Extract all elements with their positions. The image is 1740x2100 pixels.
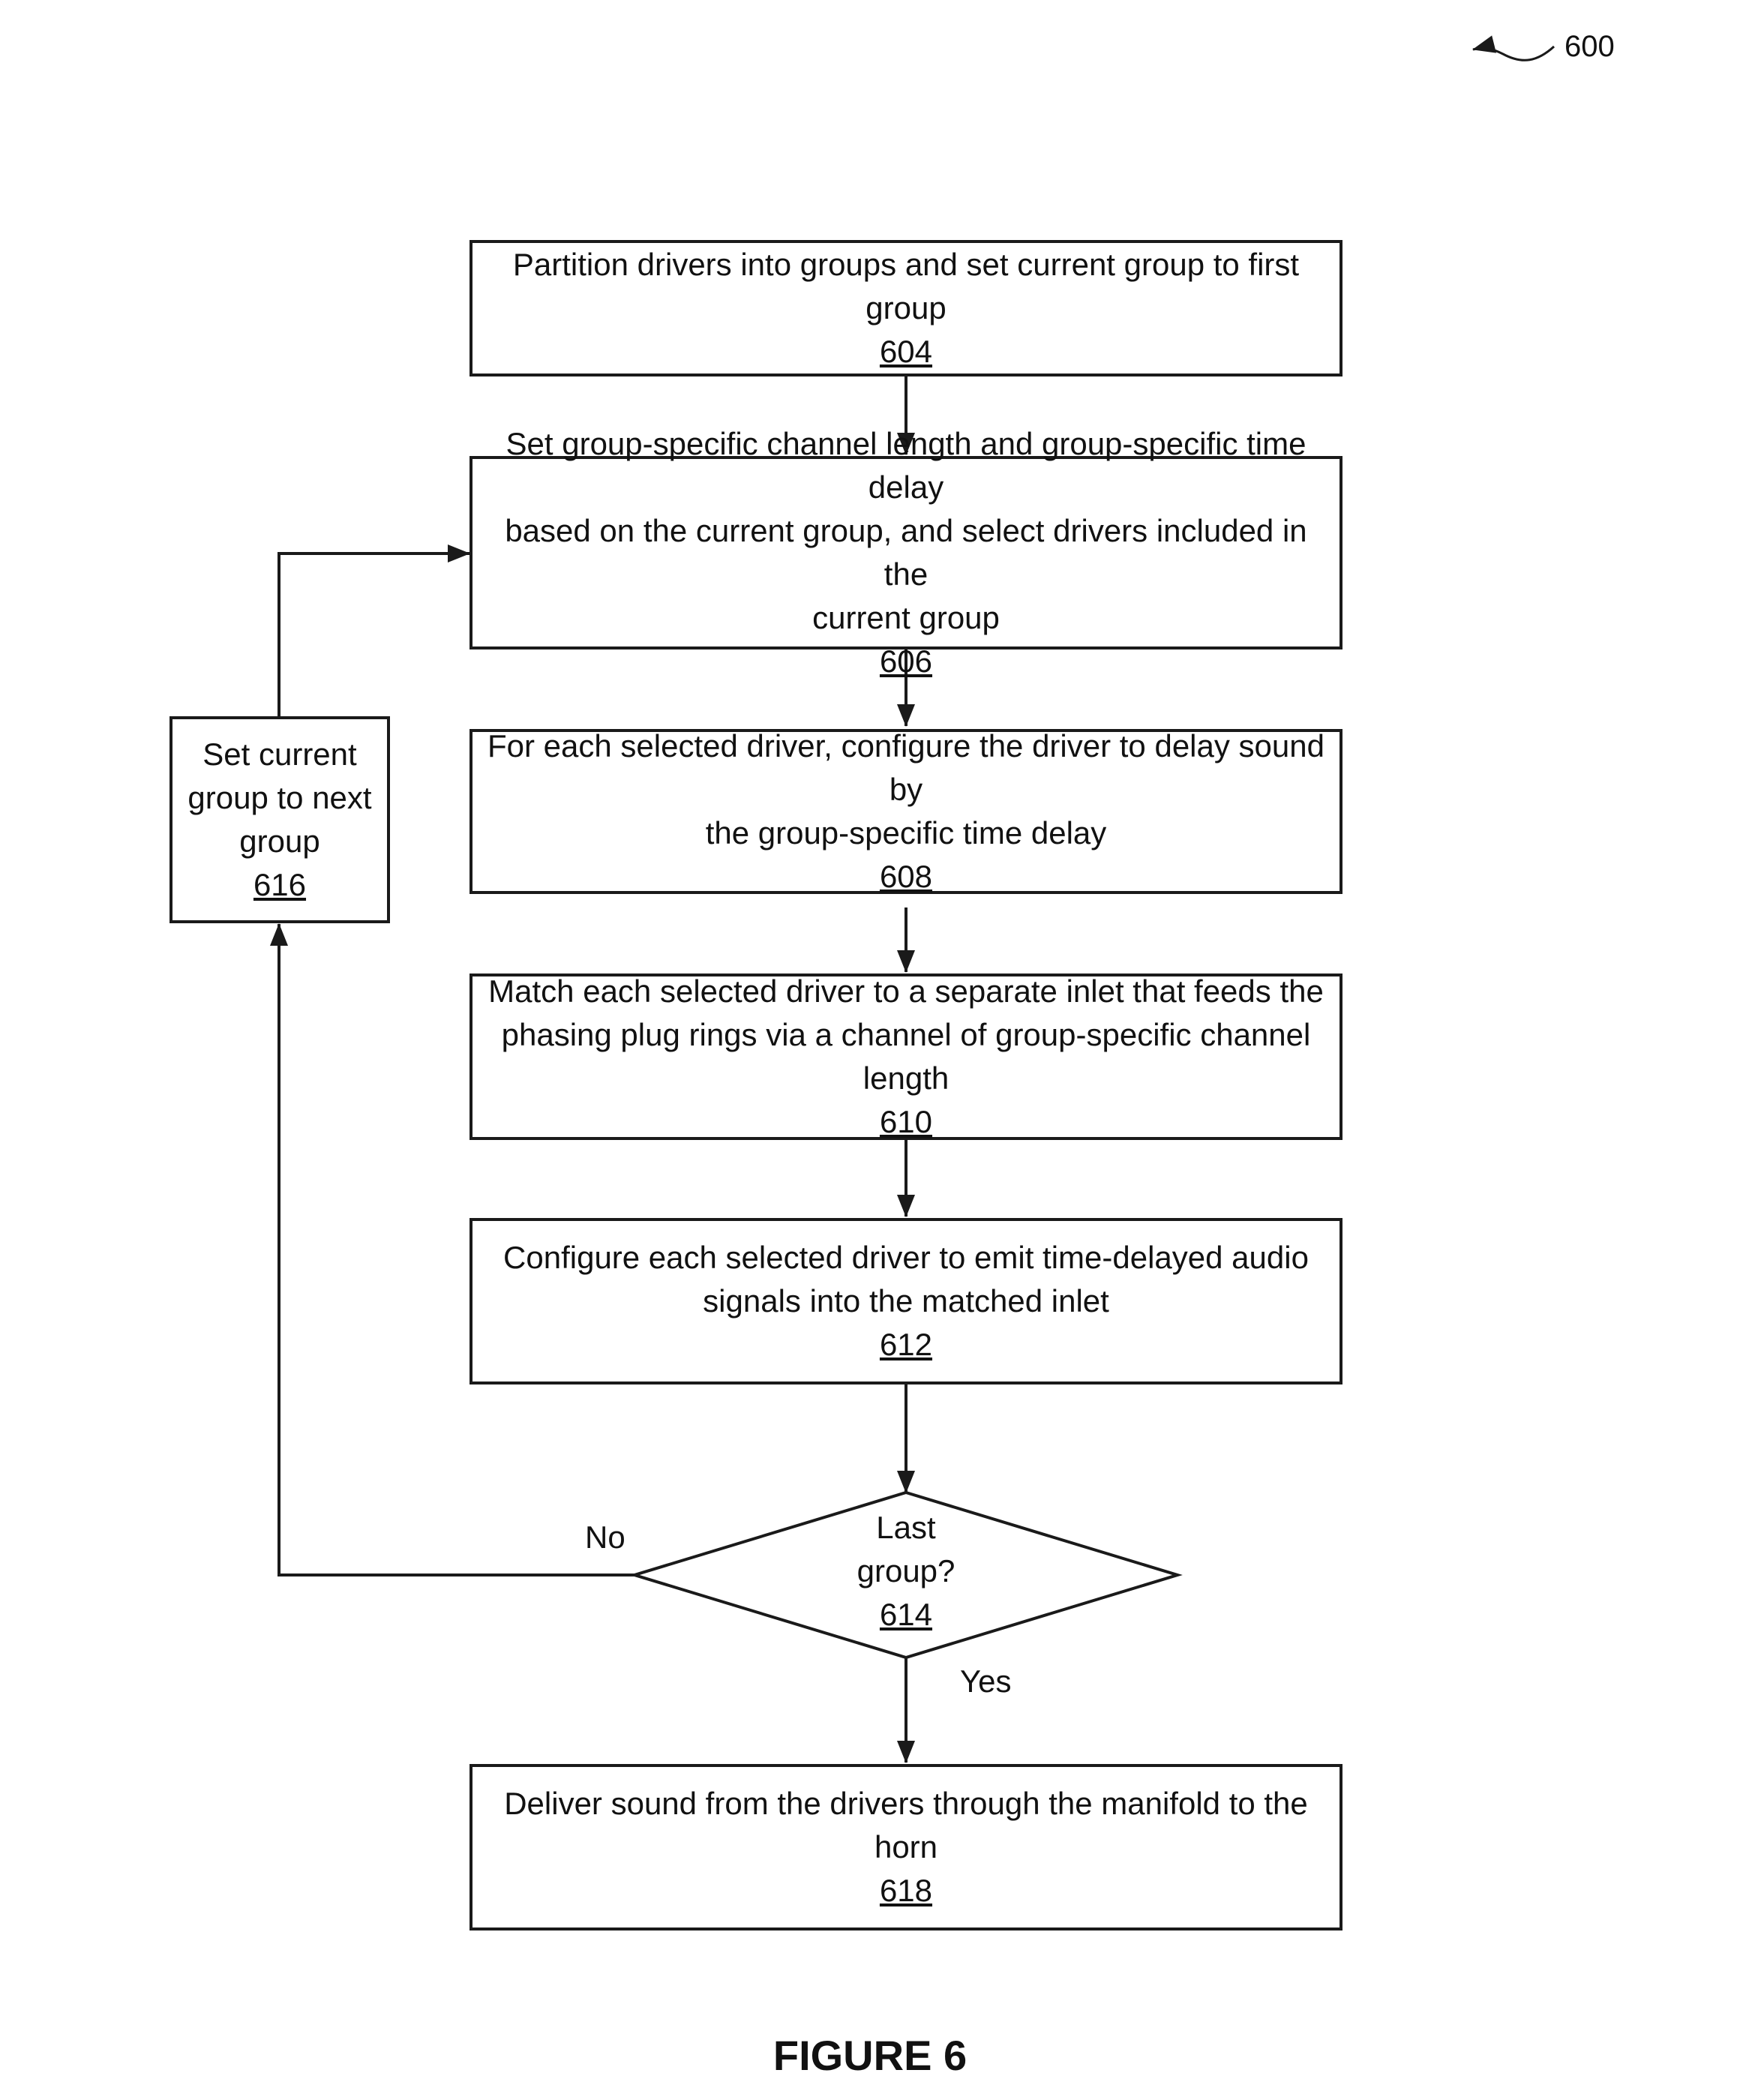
step-616-number: 616 bbox=[253, 867, 307, 902]
step-618-text: Deliver sound from the drivers through t… bbox=[504, 1786, 1308, 1864]
figure-ref-number: 600 bbox=[1564, 30, 1615, 63]
step-614-number: 614 bbox=[879, 1597, 933, 1632]
step-604-text: Partition drivers into groups and set cu… bbox=[512, 247, 1300, 326]
step-612: Configure each selected driver to emit t… bbox=[470, 1218, 1342, 1384]
step-612-number: 612 bbox=[879, 1327, 933, 1362]
step-612-text: Configure each selected driver to emit t… bbox=[503, 1240, 1309, 1318]
step-618-number: 618 bbox=[879, 1873, 933, 1908]
ref-leader-line bbox=[1472, 35, 1556, 62]
arrow-616-to-606 bbox=[278, 544, 470, 716]
decision-diamond-614 bbox=[629, 1490, 1183, 1660]
step-614-label: Last group? 614 bbox=[794, 1506, 1018, 1636]
step-608: For each selected driver, configure the … bbox=[470, 728, 1342, 894]
step-616-text: Set current group to next group bbox=[188, 736, 372, 859]
step-614-text: Last group? bbox=[856, 1510, 956, 1588]
yes-label: Yes bbox=[960, 1664, 1012, 1699]
arrow-no-to-616 bbox=[270, 923, 634, 1576]
step-606-number: 606 bbox=[879, 644, 933, 679]
step-604-number: 604 bbox=[879, 334, 933, 369]
step-610-number: 610 bbox=[879, 1104, 933, 1139]
step-610: Match each selected driver to a separate… bbox=[470, 974, 1342, 1140]
step-616: Set current group to next group 616 bbox=[170, 716, 390, 923]
step-606: Set group-specific channel length and gr… bbox=[470, 426, 1342, 679]
figure-caption: FIGURE 6 bbox=[772, 2032, 968, 2079]
step-618: Deliver sound from the drivers through t… bbox=[470, 1764, 1342, 1930]
no-label: No bbox=[585, 1520, 626, 1555]
step-606-text: Set group-specific channel length and gr… bbox=[505, 426, 1307, 635]
step-610-text: Match each selected driver to a separate… bbox=[488, 974, 1324, 1096]
step-608-number: 608 bbox=[879, 859, 933, 894]
step-604: Partition drivers into groups and set cu… bbox=[470, 240, 1342, 376]
step-608-text: For each selected driver, configure the … bbox=[488, 728, 1324, 850]
